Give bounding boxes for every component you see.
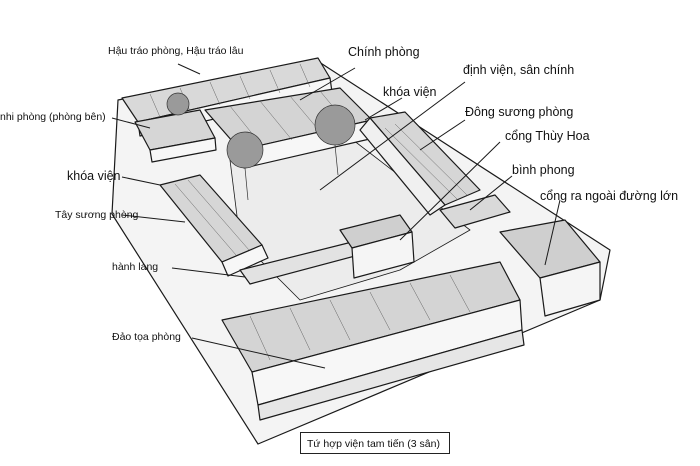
label-dao-toa: Đảo tọa phòng: [112, 331, 181, 343]
caption-box: Tứ hợp viện tam tiến (3 sân): [300, 432, 450, 454]
front-wall: [257, 329, 525, 421]
screen-wall: [439, 194, 511, 229]
label-binh-phong: bình phong: [512, 163, 575, 177]
label-hau-trao: Hậu tráo phòng, Hậu tráo lâu: [108, 45, 244, 57]
label-dong-suong: Đông sương phòng: [465, 105, 574, 119]
label-cong-thuy-hoa: cổng Thùy Hoa: [505, 129, 590, 143]
label-hanh-lang: hành lang: [112, 261, 159, 273]
label-khoa-vien-top: khóa viện: [383, 85, 437, 99]
entrance-gate-base: [539, 261, 601, 317]
label-tay-suong: Tây sương phòng: [55, 209, 139, 221]
leader-lines: [111, 63, 561, 369]
label-chinh-phong: Chính phòng: [348, 45, 420, 59]
label-nhi-phong: nhi phòng (phòng bên): [0, 111, 106, 123]
flower-gate-base: [351, 231, 415, 279]
ear-room-left-base: [149, 137, 217, 163]
west-wing-base: [221, 244, 269, 277]
label-khoa-vien-left: khóa viện: [67, 169, 121, 183]
caption: Tứ hợp viện tam tiến (3 sân): [307, 438, 440, 450]
east-wing-base: [359, 117, 446, 216]
label-cong-ra: cổng ra ngoài đường lớn: [540, 189, 679, 203]
tree-group: [166, 92, 356, 201]
label-dinh-vien: định viện, sân chính: [463, 63, 575, 77]
